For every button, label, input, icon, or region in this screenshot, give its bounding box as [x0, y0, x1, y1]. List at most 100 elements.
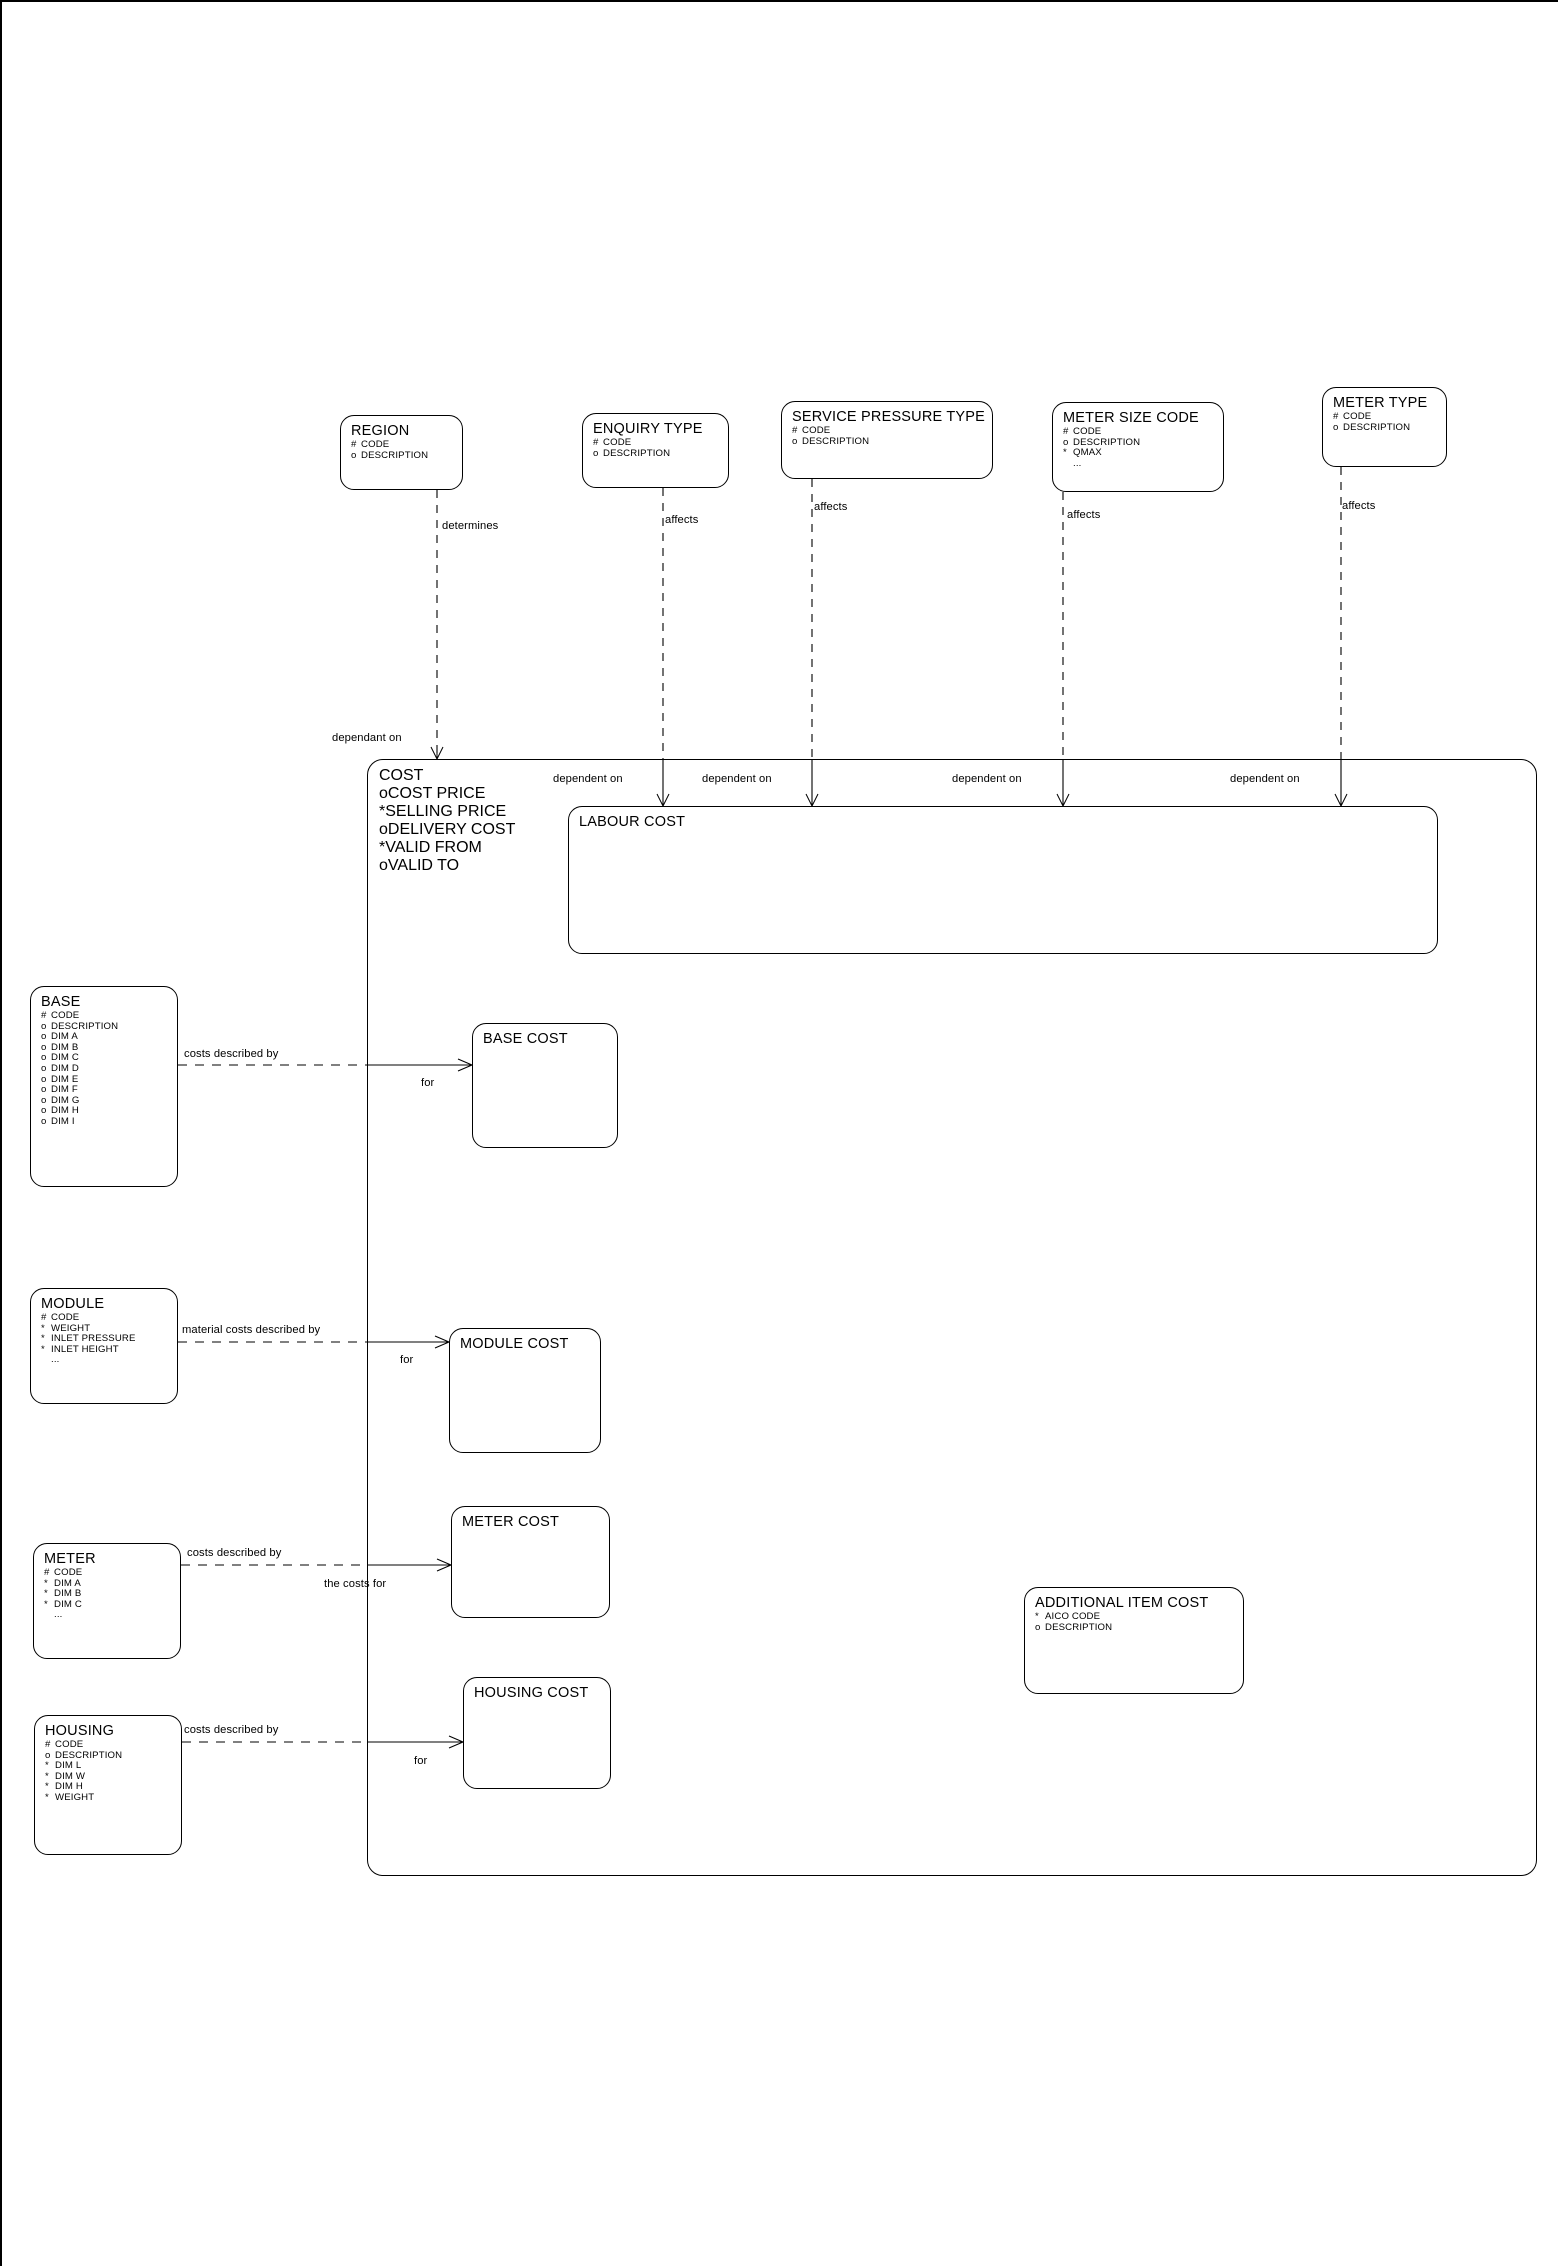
- attribute-row: #CODE: [44, 1567, 180, 1579]
- attribute-row: #CODE: [351, 439, 462, 451]
- attribute-mark: *: [45, 1770, 49, 1782]
- attribute-label: DIM I: [51, 1115, 75, 1127]
- entity-name: HOUSING: [45, 1723, 115, 1739]
- entity-name: METER COST: [462, 1514, 560, 1530]
- attribute-label: DESCRIPTION: [361, 449, 429, 461]
- relationship-label-for-module: for: [400, 1354, 414, 1366]
- attribute-mark: o: [41, 1073, 47, 1085]
- crowsfoot-module-cost: [434, 1335, 450, 1349]
- attribute-label: DESCRIPTION: [51, 1020, 119, 1032]
- crowsfoot-meter-size-labour: [1056, 793, 1070, 807]
- attribute-label: VALID FROM: [385, 839, 482, 856]
- entity-name: SERVICE PRESSURE TYPE: [792, 409, 986, 425]
- entity-module[interactable]: MODULE #CODE *WEIGHT *INLET PRESSURE *IN…: [30, 1288, 178, 1404]
- attribute-label: CODE: [55, 1739, 84, 1750]
- attribute-mark: *: [44, 1577, 48, 1589]
- attribute-row: oCOST PRICE: [379, 785, 1536, 803]
- attribute-mark: o: [45, 1749, 51, 1761]
- relationship-label-costs-described-by-meter: costs described by: [187, 1547, 282, 1559]
- entity-meter[interactable]: METER #CODE *DIM A *DIM B *DIM C ...: [33, 1543, 181, 1659]
- attribute-row: *AICO CODE: [1035, 1611, 1243, 1623]
- attribute-row: *QMAX: [1063, 447, 1223, 459]
- attribute-label: DELIVERY COST: [387, 821, 516, 838]
- entity-name: METER SIZE CODE: [1063, 410, 1199, 426]
- attribute-label: WEIGHT: [51, 1322, 91, 1334]
- attribute-label: DIM B: [51, 1041, 79, 1053]
- entity-cost-supertype[interactable]: COST oCOST PRICE *SELLING PRICE oDELIVER…: [367, 759, 1537, 1876]
- entity-name: METER: [44, 1551, 96, 1567]
- attribute-mark: *: [379, 839, 386, 856]
- attribute-row: *DIM A: [44, 1577, 180, 1590]
- entity-base-cost[interactable]: BASE COST: [472, 1023, 618, 1148]
- attribute-mark: #: [41, 1010, 47, 1021]
- attribute-row: *DIM H: [45, 1782, 181, 1793]
- attribute-label: DESCRIPTION: [1045, 1621, 1113, 1633]
- attribute-label: DIM L: [55, 1760, 82, 1772]
- attribute-mark: #: [1063, 426, 1069, 437]
- attribute-label: CODE: [1343, 411, 1372, 422]
- attribute-mark: o: [1063, 436, 1069, 448]
- relationship-label-dependent-on-4: dependent on: [1230, 773, 1300, 785]
- attribute-mark: o: [1035, 1621, 1041, 1633]
- attribute-mark: *: [41, 1343, 45, 1355]
- attribute-row: *DIM W: [45, 1770, 181, 1783]
- entity-name: REGION: [351, 423, 410, 439]
- attribute-mark: *: [44, 1588, 48, 1600]
- attribute-mark: *: [41, 1333, 45, 1345]
- attribute-label: DIM B: [54, 1588, 82, 1600]
- attribute-mark: o: [41, 1031, 47, 1043]
- attribute-mark: *: [41, 1322, 45, 1334]
- attribute-label: SELLING PRICE: [385, 803, 507, 820]
- attribute-mark: o: [792, 435, 798, 447]
- attribute-label: DIM C: [51, 1052, 79, 1064]
- attribute-label: DIM H: [51, 1105, 79, 1117]
- attribute-mark: o: [593, 447, 599, 459]
- attribute-label: DIM G: [51, 1094, 80, 1106]
- entity-labour-cost[interactable]: LABOUR COST: [568, 806, 1438, 954]
- relationship-label-material-costs-described-by: material costs described by: [182, 1324, 321, 1336]
- attribute-mark: o: [351, 449, 357, 461]
- relationship-label-affects-meter-size: affects: [1067, 509, 1101, 521]
- crowsfoot-region-cost: [430, 746, 444, 760]
- relationship-label-the-costs-for: the costs for: [324, 1578, 387, 1590]
- entity-meter-cost[interactable]: METER COST: [451, 1506, 610, 1618]
- attribute-list: #CODE *WEIGHT *INLET PRESSURE *INLET HEI…: [41, 1312, 177, 1366]
- entity-housing-cost[interactable]: HOUSING COST: [463, 1677, 611, 1789]
- relationship-label-for-base: for: [421, 1077, 435, 1089]
- entity-region[interactable]: REGION #CODE o DESCRIPTION: [340, 415, 463, 490]
- attribute-row: ...: [1063, 458, 1223, 470]
- entity-module-cost[interactable]: MODULE COST: [449, 1328, 601, 1453]
- attribute-mark: *: [1035, 1611, 1039, 1622]
- attribute-label: CODE: [603, 437, 632, 448]
- attribute-row: * WEIGHT: [41, 1322, 177, 1335]
- attribute-row: oVALID TO: [379, 857, 1536, 875]
- attribute-label: CODE: [51, 1312, 80, 1323]
- attribute-row: *WEIGHT: [45, 1792, 181, 1804]
- attribute-mark: o: [41, 1062, 47, 1074]
- attribute-label: CODE: [54, 1567, 83, 1578]
- attribute-row: #CODE: [41, 1010, 177, 1022]
- attribute-label: DESCRIPTION: [603, 447, 671, 459]
- attribute-mark: *: [45, 1760, 49, 1772]
- entity-name: BASE: [41, 994, 81, 1010]
- attribute-label: ...: [54, 1609, 63, 1621]
